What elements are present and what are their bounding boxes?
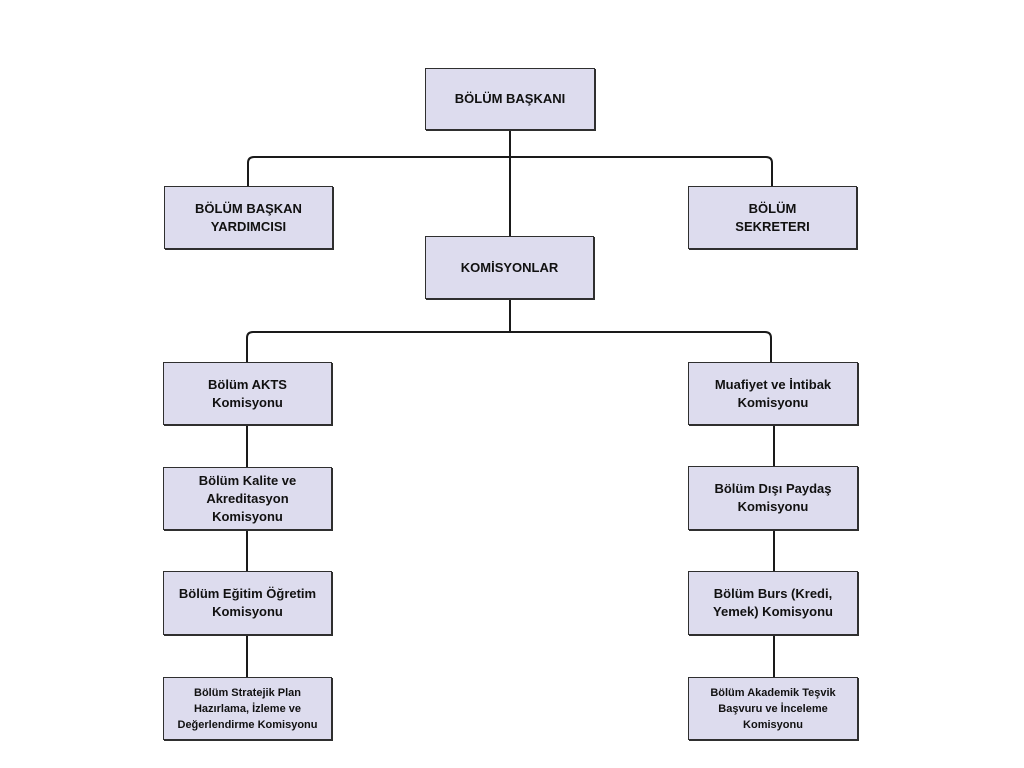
node-burs-komisyonu: Bölüm Burs (Kredi, Yemek) Komisyonu: [688, 571, 858, 635]
node-label: Bölüm Akademik Teşvik Başvuru ve İncelem…: [710, 686, 836, 731]
node-label: BÖLÜM SEKRETERI: [735, 200, 810, 234]
node-label: BÖLÜM BAŞKANI: [454, 91, 566, 106]
node-label: Bölüm Eğitim Öğretim Komisyonu: [178, 586, 317, 619]
node-akademik-tesvik-komisyonu: Bölüm Akademik Teşvik Başvuru ve İncelem…: [688, 677, 858, 740]
node-disi-paydas-komisyonu: Bölüm Dışı Paydaş Komisyonu: [688, 466, 858, 530]
node-label: Bölüm AKTS Komisyonu: [208, 376, 287, 410]
node-muafiyet-intibak-komisyonu: Muafiyet ve İntibak Komisyonu: [688, 362, 858, 425]
connector-top-bar: [247, 156, 773, 186]
node-label: KOMİSYONLAR: [460, 259, 559, 275]
node-kalite-akreditasyon-komisyonu: Bölüm Kalite ve Akreditasyon Komisyonu: [163, 467, 332, 530]
node-akts-komisyonu: Bölüm AKTS Komisyonu: [163, 362, 332, 425]
node-label: Muafiyet ve İntibak Komisyonu: [714, 376, 832, 410]
node-komisyonlar: KOMİSYONLAR: [425, 236, 594, 299]
node-baskan-yardimcisi: BÖLÜM BAŞKAN YARDIMCISI: [164, 186, 333, 249]
connector-committees-bar: [246, 331, 772, 362]
node-label: Bölüm Stratejik Plan Hazırlama, İzleme v…: [177, 686, 318, 731]
node-label: BÖLÜM BAŞKAN YARDIMCISI: [195, 200, 302, 234]
node-stratejik-plan-komisyonu: Bölüm Stratejik Plan Hazırlama, İzleme v…: [163, 677, 332, 740]
node-label: Bölüm Kalite ve Akreditasyon Komisyonu: [198, 472, 297, 524]
node-label: Bölüm Dışı Paydaş Komisyonu: [714, 481, 832, 514]
node-label: Bölüm Burs (Kredi, Yemek) Komisyonu: [713, 586, 833, 619]
node-bolum-sekreteri: BÖLÜM SEKRETERI: [688, 186, 857, 249]
node-bolum-baskani: BÖLÜM BAŞKANI: [425, 68, 595, 130]
node-egitim-ogretim-komisyonu: Bölüm Eğitim Öğretim Komisyonu: [163, 571, 332, 635]
